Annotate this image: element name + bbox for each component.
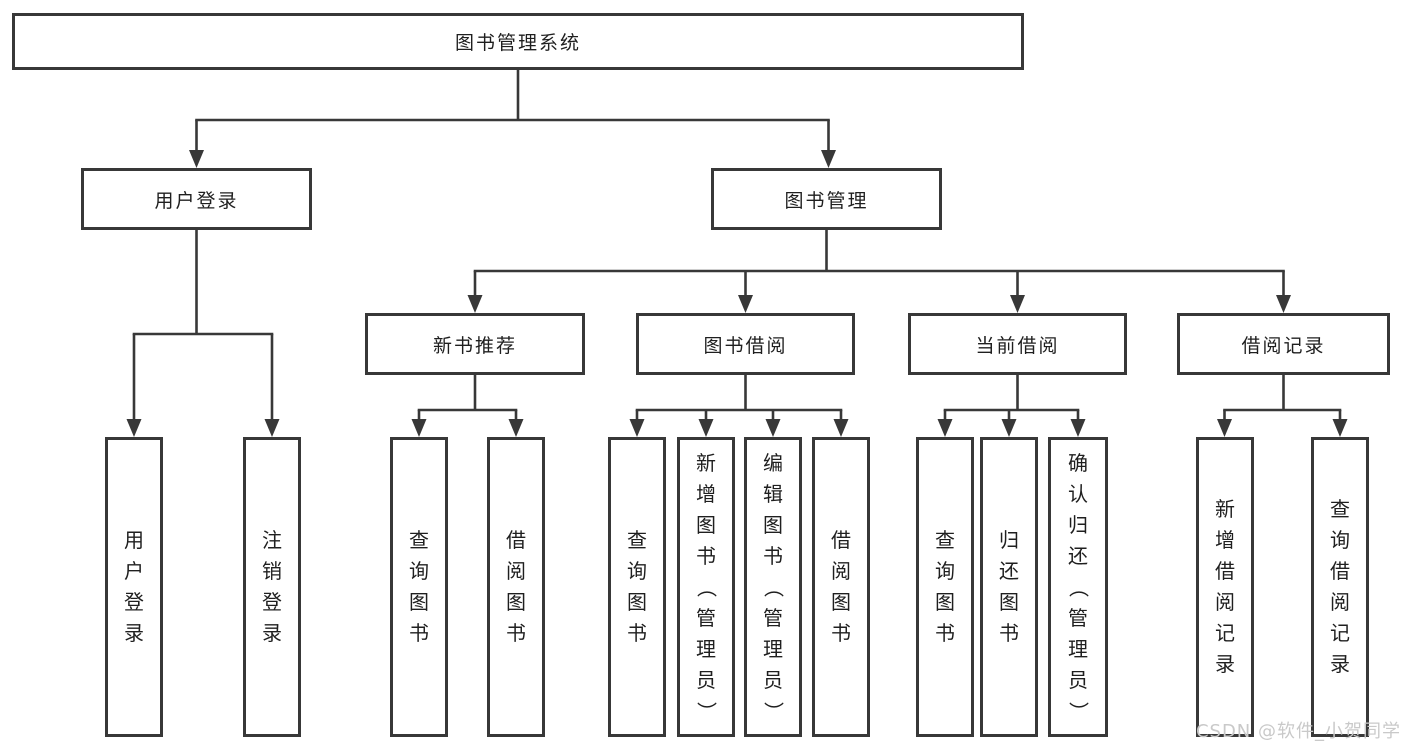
node-book-management: 图书管理: [711, 168, 942, 230]
leaf-record-query-record: 查询借阅记录: [1311, 437, 1369, 737]
leaf-borrow-borrow-book: 借阅图书: [812, 437, 870, 737]
node-new-book-recommend: 新书推荐: [365, 313, 585, 375]
leaf-current-query-book: 查询图书: [916, 437, 974, 737]
leaf-current-confirm-return-admin: 确认归还（管理员）: [1048, 437, 1108, 737]
node-book-management-label: 图书管理: [784, 189, 869, 212]
csdn-watermark: CSDN @软件_小贺同学: [1195, 721, 1401, 742]
node-user-login: 用户登录: [81, 168, 312, 230]
leaf-recommend-borrow-book: 借阅图书: [487, 437, 545, 737]
node-new-book-recommend-label: 新书推荐: [432, 334, 517, 357]
node-borrow-record-label: 借阅记录: [1241, 334, 1326, 357]
node-borrow-record: 借阅记录: [1177, 313, 1390, 375]
node-current-borrow: 当前借阅: [908, 313, 1127, 375]
leaf-current-return-book: 归还图书: [980, 437, 1038, 737]
node-current-borrow-label: 当前借阅: [975, 334, 1060, 357]
node-book-borrow-label: 图书借阅: [703, 334, 788, 357]
leaf-borrow-add-book-admin: 新增图书（管理员）: [677, 437, 735, 737]
leaf-logout: 注销登录: [243, 437, 301, 737]
node-root-label: 图书管理系统: [454, 32, 581, 54]
node-user-login-label: 用户登录: [154, 189, 239, 212]
leaf-user-login: 用户登录: [105, 437, 163, 737]
leaf-record-add-record: 新增借阅记录: [1196, 437, 1254, 737]
node-book-borrow: 图书借阅: [636, 313, 855, 375]
leaf-borrow-query-book: 查询图书: [608, 437, 666, 737]
leaf-recommend-query-book: 查询图书: [390, 437, 448, 737]
node-root: 图书管理系统: [12, 13, 1024, 70]
leaf-borrow-edit-book-admin: 编辑图书（管理员）: [744, 437, 802, 737]
